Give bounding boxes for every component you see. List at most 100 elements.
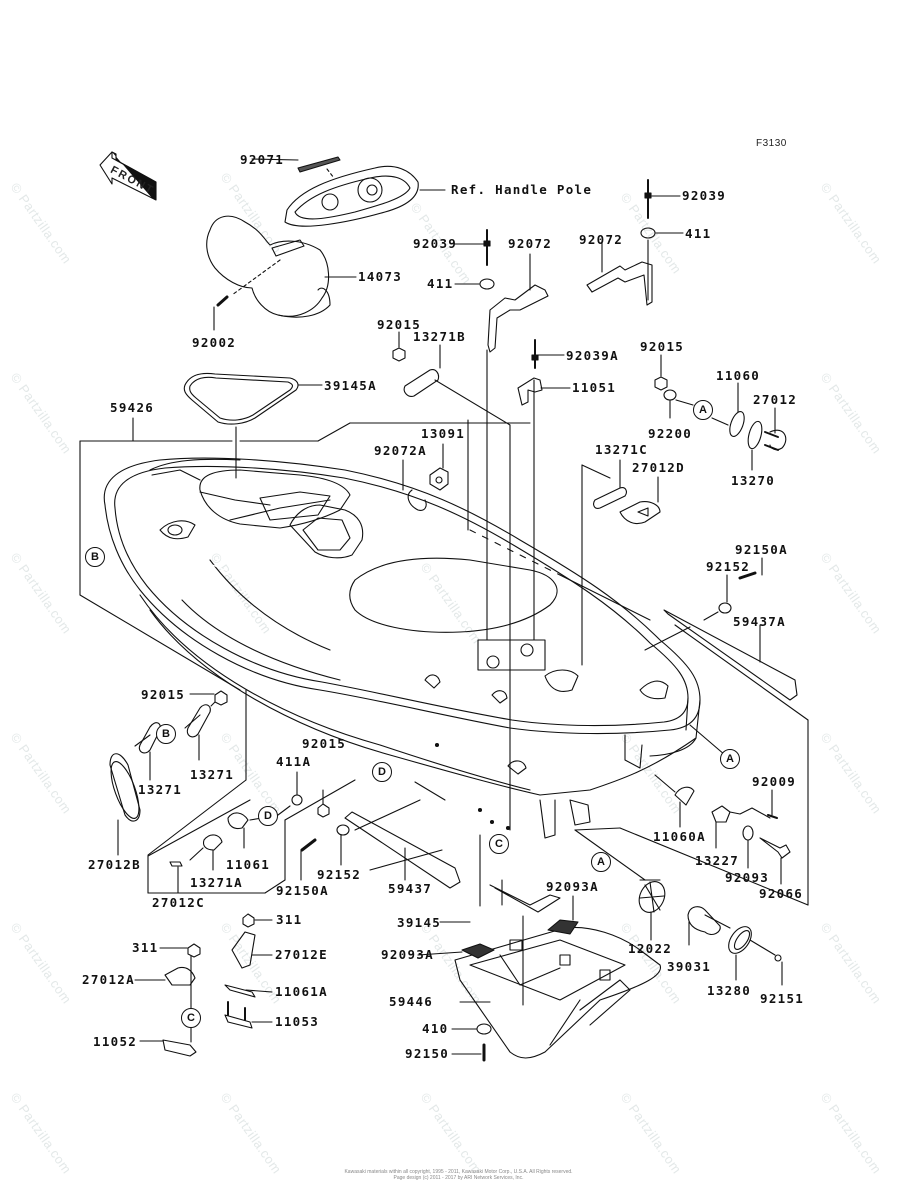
ref-marker-a[interactable]: A bbox=[693, 400, 713, 420]
part-label-11060[interactable]: 11060 bbox=[716, 368, 761, 383]
part-13271-a bbox=[186, 704, 211, 738]
part-label-13270[interactable]: 13270 bbox=[731, 473, 776, 488]
part-label-92093[interactable]: 92093 bbox=[725, 870, 770, 885]
part-label-27012D[interactable]: 27012D bbox=[632, 460, 685, 475]
part-label-13280[interactable]: 13280 bbox=[707, 983, 752, 998]
part-label-12022[interactable]: 12022 bbox=[628, 941, 673, 956]
part-label-92015[interactable]: 92015 bbox=[302, 736, 347, 751]
part-label-11060A[interactable]: 11060A bbox=[653, 829, 706, 844]
part-311-left bbox=[187, 943, 201, 958]
part-label-411[interactable]: 411 bbox=[685, 226, 712, 241]
part-92015-a bbox=[392, 347, 406, 362]
part-92039A bbox=[531, 339, 565, 369]
part-label-410[interactable]: 410 bbox=[422, 1021, 449, 1036]
part-label-11052[interactable]: 11052 bbox=[93, 1034, 138, 1049]
part-59437 bbox=[344, 811, 461, 889]
part-label-14073[interactable]: 14073 bbox=[358, 269, 403, 284]
part-13091 bbox=[429, 467, 449, 491]
ref-marker-a[interactable]: A bbox=[720, 749, 740, 769]
part-label-92039A[interactable]: 92039A bbox=[566, 348, 619, 363]
part-label-92009[interactable]: 92009 bbox=[752, 774, 797, 789]
part-label-92150A[interactable]: 92150A bbox=[276, 883, 329, 898]
part-label-92039[interactable]: 92039 bbox=[413, 236, 458, 251]
part-label-59426[interactable]: 59426 bbox=[110, 400, 155, 415]
part-label-39145A[interactable]: 39145A bbox=[324, 378, 377, 393]
part-label-59446[interactable]: 59446 bbox=[389, 994, 434, 1009]
part-label-311[interactable]: 311 bbox=[132, 940, 159, 955]
part-27012B bbox=[109, 753, 141, 822]
part-label-92093A[interactable]: 92093A bbox=[381, 947, 434, 962]
part-label-92015[interactable]: 92015 bbox=[141, 687, 186, 702]
part-92093 bbox=[742, 825, 754, 841]
part-92015-b bbox=[654, 376, 668, 391]
part-label-92151[interactable]: 92151 bbox=[760, 991, 805, 1006]
part-label-59437[interactable]: 59437 bbox=[388, 881, 433, 896]
part-label-311[interactable]: 311 bbox=[276, 912, 303, 927]
part-label-11061[interactable]: 11061 bbox=[226, 857, 271, 872]
part-label-27012C[interactable]: 27012C bbox=[152, 895, 205, 910]
part-92039-mid bbox=[454, 229, 491, 266]
part-label-92002[interactable]: 92002 bbox=[192, 335, 237, 350]
part-label-27012A[interactable]: 27012A bbox=[82, 972, 135, 987]
part-59426-hull bbox=[103, 457, 701, 839]
part-411-mid bbox=[479, 278, 495, 290]
part-label-39031[interactable]: 39031 bbox=[667, 959, 712, 974]
part-311-right bbox=[242, 913, 255, 928]
part-label-92152[interactable]: 92152 bbox=[706, 559, 751, 574]
part-label-11061A[interactable]: 11061A bbox=[275, 984, 328, 999]
ref-marker-d[interactable]: D bbox=[258, 806, 278, 826]
ref-marker-c[interactable]: C bbox=[181, 1008, 201, 1028]
part-92093A-left bbox=[461, 943, 495, 959]
part-27012A bbox=[164, 966, 196, 986]
part-410 bbox=[476, 1023, 492, 1035]
reference-label[interactable]: Ref. Handle Pole bbox=[451, 182, 593, 197]
part-label-39145[interactable]: 39145 bbox=[397, 915, 442, 930]
part-label-92066[interactable]: 92066 bbox=[759, 886, 804, 901]
part-59446 bbox=[454, 915, 662, 1059]
part-label-13227[interactable]: 13227 bbox=[695, 853, 740, 868]
part-92009 bbox=[767, 814, 778, 819]
part-14073 bbox=[206, 215, 357, 318]
part-label-92015[interactable]: 92015 bbox=[640, 339, 685, 354]
part-label-59437A[interactable]: 59437A bbox=[733, 614, 786, 629]
part-label-13271A[interactable]: 13271A bbox=[190, 875, 243, 890]
part-label-92150A[interactable]: 92150A bbox=[735, 542, 788, 557]
part-27012E bbox=[231, 931, 256, 969]
part-label-13271[interactable]: 13271 bbox=[138, 782, 183, 797]
ref-marker-b[interactable]: B bbox=[85, 547, 105, 567]
part-39145A bbox=[183, 372, 323, 479]
part-handle-pole bbox=[284, 165, 446, 227]
part-11051 bbox=[517, 377, 543, 406]
part-label-13271B[interactable]: 13271B bbox=[413, 329, 466, 344]
part-12022 bbox=[638, 881, 666, 913]
front-arrow-icon bbox=[99, 151, 157, 201]
part-label-92152[interactable]: 92152 bbox=[317, 867, 362, 882]
part-label-13271[interactable]: 13271 bbox=[190, 767, 235, 782]
part-92200 bbox=[663, 389, 677, 401]
part-92152-left bbox=[336, 824, 350, 836]
ref-marker-d[interactable]: D bbox=[372, 762, 392, 782]
part-92150A-right bbox=[738, 571, 757, 580]
part-label-11053[interactable]: 11053 bbox=[275, 1014, 320, 1029]
part-label-92071[interactable]: 92071 bbox=[240, 152, 285, 167]
part-label-411[interactable]: 411 bbox=[427, 276, 454, 291]
ref-marker-c[interactable]: C bbox=[489, 834, 509, 854]
part-label-27012[interactable]: 27012 bbox=[753, 392, 798, 407]
part-label-92072[interactable]: 92072 bbox=[579, 232, 624, 247]
ref-marker-a[interactable]: A bbox=[591, 852, 611, 872]
part-label-27012E[interactable]: 27012E bbox=[275, 947, 328, 962]
part-label-92015[interactable]: 92015 bbox=[377, 317, 422, 332]
ref-marker-b[interactable]: B bbox=[156, 724, 176, 744]
part-label-13091[interactable]: 13091 bbox=[421, 426, 466, 441]
part-label-92039[interactable]: 92039 bbox=[682, 188, 727, 203]
part-label-11051[interactable]: 11051 bbox=[572, 380, 617, 395]
part-label-13271C[interactable]: 13271C bbox=[595, 442, 648, 457]
part-13227 bbox=[711, 805, 731, 823]
part-label-92093A[interactable]: 92093A bbox=[546, 879, 599, 894]
part-label-92072A[interactable]: 92072A bbox=[374, 443, 427, 458]
part-label-92200[interactable]: 92200 bbox=[648, 426, 693, 441]
part-label-92150[interactable]: 92150 bbox=[405, 1046, 450, 1061]
part-label-27012B[interactable]: 27012B bbox=[88, 857, 141, 872]
part-label-411A[interactable]: 411A bbox=[276, 754, 312, 769]
part-label-92072[interactable]: 92072 bbox=[508, 236, 553, 251]
